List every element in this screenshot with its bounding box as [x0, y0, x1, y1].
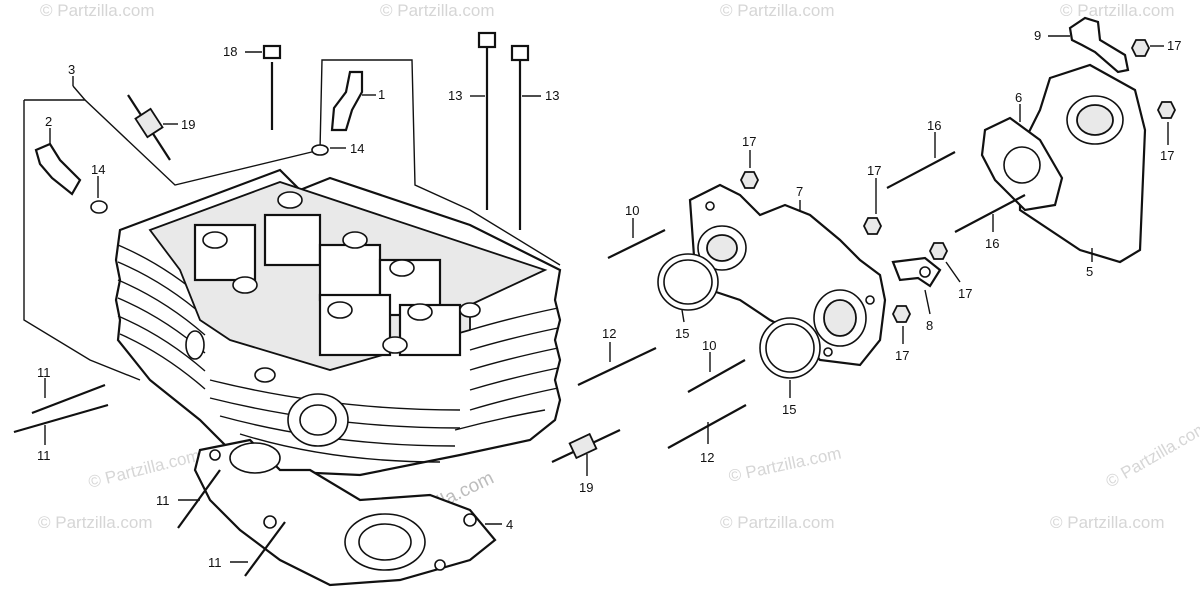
part-label-17: 17	[958, 286, 972, 301]
part-label-9: 9	[1034, 28, 1041, 43]
part-label-12: 12	[700, 450, 714, 465]
part-label-13: 13	[448, 88, 462, 103]
watermark: © Partzilla.com	[86, 446, 202, 492]
part-label-4: 4	[506, 517, 513, 532]
part-label-5: 5	[1086, 264, 1093, 279]
spark-plug-bottom	[551, 429, 621, 463]
clamp-bracket	[891, 256, 942, 288]
studs-center	[577, 229, 747, 449]
watermark: © Partzilla.com	[1060, 1, 1175, 20]
o-ring-icon	[311, 144, 329, 156]
watermark: © Partzilla.com	[720, 513, 835, 532]
part-label-18: 18	[223, 44, 237, 59]
group-bracket	[23, 59, 561, 381]
part-label-1: 1	[378, 87, 385, 102]
part-label-17: 17	[742, 134, 756, 149]
part-label-17: 17	[1167, 38, 1181, 53]
part-label-15: 15	[782, 402, 796, 417]
head-bolts	[262, 31, 530, 230]
part-label-12: 12	[602, 326, 616, 341]
o-ring-icon	[90, 200, 108, 214]
part-label-14: 14	[91, 162, 105, 177]
part-labels: 18 1 3 19 2 14 14 13 13 9 17 6 17 16 17 …	[37, 28, 1181, 570]
stud-icon	[886, 151, 956, 189]
watermark: © Partzilla.com	[720, 1, 835, 20]
part-label-16: 16	[985, 236, 999, 251]
valve-guide-1	[330, 70, 364, 132]
leader-lines	[44, 35, 1169, 563]
part-label-2: 2	[45, 114, 52, 129]
part-label-7: 7	[796, 184, 803, 199]
watermark: © Partzilla.com	[1050, 513, 1165, 532]
watermark: © Partzilla.com	[727, 444, 843, 486]
manifold-gasket-icon	[765, 323, 815, 373]
cylinder-head	[114, 168, 562, 477]
wire-bracket	[1068, 16, 1130, 74]
part-label-8: 8	[926, 318, 933, 333]
part-label-13: 13	[545, 88, 559, 103]
part-label-11: 11	[156, 493, 170, 508]
part-label-11: 11	[37, 448, 51, 463]
insulator-gasket	[980, 116, 1064, 212]
part-label-10: 10	[702, 338, 716, 353]
valve-guide-2	[34, 142, 82, 196]
part-label-17: 17	[895, 348, 909, 363]
part-label-19: 19	[181, 117, 195, 132]
part-label-11: 11	[37, 365, 51, 380]
watermark: © Partzilla.com	[1103, 418, 1200, 492]
watermark: © Partzilla.com	[40, 1, 155, 20]
part-label-17: 17	[867, 163, 881, 178]
watermark: © Partzilla.com	[380, 1, 495, 20]
studs-left	[13, 383, 286, 577]
intake-manifold	[688, 183, 887, 367]
part-label-3: 3	[68, 62, 75, 77]
manifold-gasket-icon	[663, 259, 713, 305]
part-label-14: 14	[350, 141, 364, 156]
part-label-17: 17	[1160, 148, 1174, 163]
head-gasket	[193, 438, 497, 587]
part-label-10: 10	[625, 203, 639, 218]
watermark: © Partzilla.com	[38, 513, 153, 532]
spark-plug-top	[127, 94, 171, 161]
part-label-6: 6	[1015, 90, 1022, 105]
part-label-15: 15	[675, 326, 689, 341]
part-label-19: 19	[579, 480, 593, 495]
nut-icons	[739, 39, 1177, 323]
part-label-11: 11	[208, 555, 222, 570]
stud-icon	[954, 194, 1026, 233]
part-label-16: 16	[927, 118, 941, 133]
